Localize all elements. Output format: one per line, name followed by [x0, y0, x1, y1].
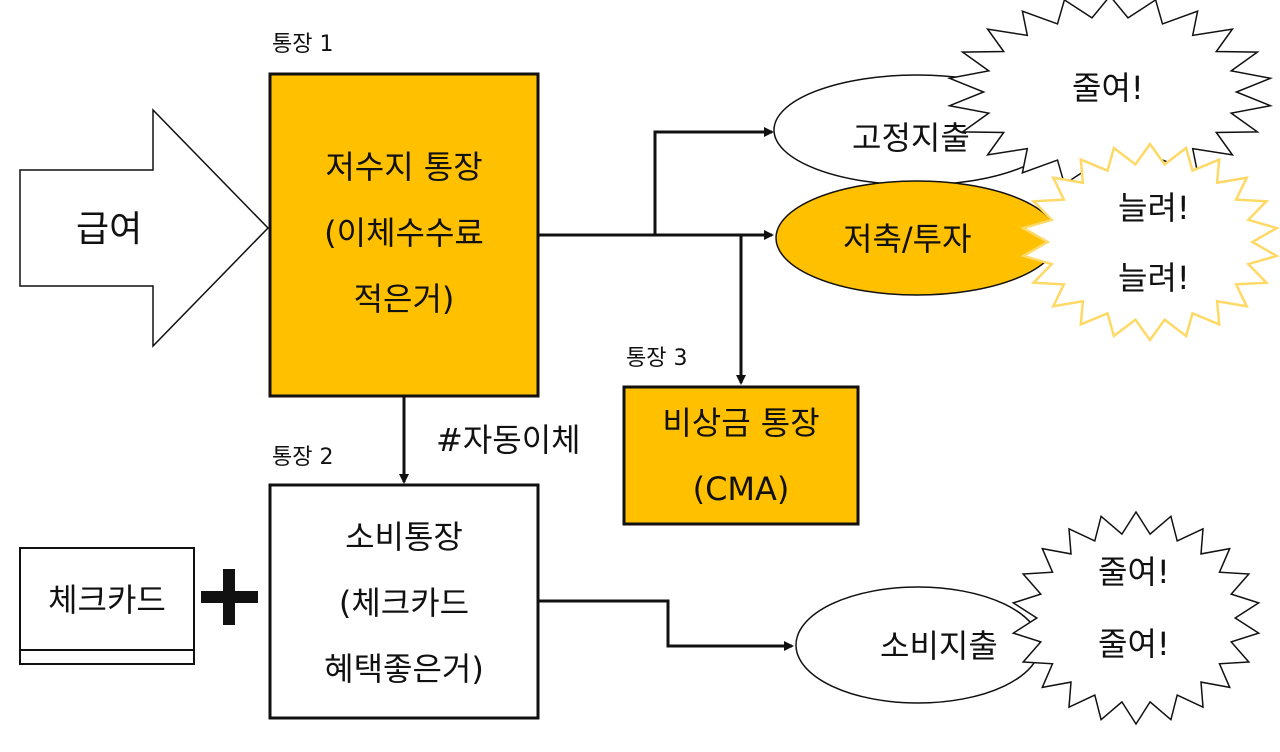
- account2-line-2: (체크카드: [338, 583, 470, 622]
- spending-label: 소비지출: [880, 627, 998, 665]
- savings-burst: [1020, 141, 1280, 343]
- spending-burst-text-1: 줄여!: [1098, 553, 1170, 591]
- account3-box: [622, 385, 860, 526]
- account1-line-2: (이체수수료: [324, 214, 484, 252]
- salary-arrow-shape: [19, 108, 270, 348]
- auto-transfer-label: #자동이체: [436, 421, 581, 459]
- spending-burst-text-2: 줄여!: [1098, 625, 1170, 663]
- account1-box: [268, 72, 540, 398]
- account2-box: [268, 483, 540, 720]
- account2-tag: 통장 2: [272, 445, 334, 470]
- account1-line-1: 저수지 통장: [325, 148, 483, 186]
- account1-tag: 통장 1: [272, 32, 334, 57]
- savings-burst-text-2: 늘려!: [1118, 259, 1190, 297]
- account1-text: 저수지 통장 (이체수수료 적은거): [270, 98, 538, 368]
- account3-text: 비상금 통장 (CMA): [624, 392, 858, 520]
- check-card-label: 체크카드: [48, 581, 166, 619]
- plus-icon: [201, 569, 258, 625]
- check-card-box: [19, 547, 195, 665]
- connector-lines: [399, 127, 794, 651]
- account2-line-3: 혜택좋은거): [324, 649, 484, 688]
- account3-line-2: (CMA): [692, 470, 790, 508]
- savings-burst-text-1: 늘려!: [1118, 189, 1190, 227]
- salary-label: 급여: [76, 209, 143, 250]
- fixed-expense-burst-text: 줄여!: [1072, 69, 1144, 107]
- account3-line-1: 비상금 통장: [662, 404, 820, 442]
- spending-burst: [1011, 510, 1261, 726]
- account2-line-1: 소비통장: [345, 517, 463, 556]
- savings-label: 저축/투자: [843, 220, 972, 258]
- account3-tag: 통장 3: [626, 346, 688, 371]
- account1-line-3: 적은거): [353, 280, 455, 318]
- account2-text: 소비통장 (체크카드 혜택좋은거): [270, 490, 538, 715]
- fixed-expense-label: 고정지출: [852, 119, 970, 157]
